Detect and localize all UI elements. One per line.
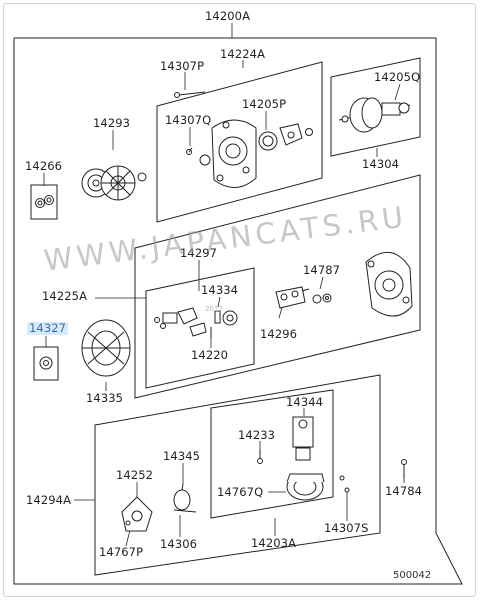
- terminal-14252-icon: [121, 496, 153, 532]
- label-14344: 14344: [286, 395, 324, 409]
- label-14224a: 14224A: [220, 47, 266, 61]
- fan-pulley-14293-icon: [81, 165, 147, 201]
- stator-14335-icon: [81, 319, 131, 377]
- label-14296: 14296: [260, 327, 298, 341]
- label-14225a: 14225A: [42, 289, 88, 303]
- washer-icon: [199, 154, 211, 166]
- front-housing-14224a-icon: [211, 119, 257, 188]
- label-14220: 14220: [191, 348, 229, 362]
- bolt-14784-icon: [401, 459, 407, 478]
- label-14307p: 14307P: [160, 59, 205, 73]
- rectifier-14296-icon: [275, 286, 310, 309]
- label-14327[interactable]: 14327: [27, 321, 69, 335]
- label-14200a: 14200A: [205, 9, 251, 23]
- label-14266: 14266: [25, 159, 63, 173]
- box-14225a: [134, 174, 421, 399]
- capacitor-14306-icon: [173, 483, 197, 513]
- rotor-14304-icon: [338, 97, 411, 133]
- label-14203a: 14203A: [251, 536, 297, 550]
- label-14345: 14345: [163, 449, 201, 463]
- bearing-14205p-icon: [258, 131, 278, 151]
- screws-14307s-icon: [339, 475, 350, 493]
- washer-14327-icon: [39, 356, 53, 370]
- pin-14233-icon: [257, 450, 263, 464]
- label-14334: 14334: [201, 283, 239, 297]
- label-14306: 14306: [160, 537, 198, 551]
- label-14233: 14233: [238, 428, 276, 442]
- label-14784: 14784: [385, 484, 423, 498]
- rear-housing-14225a-icon: [365, 252, 413, 317]
- page-frame: [3, 3, 476, 597]
- label-14304: 14304: [362, 157, 400, 171]
- label-14767p: 14767P: [99, 545, 144, 559]
- label-14307q: 14307Q: [165, 113, 212, 127]
- bracket-14767q-icon: [286, 473, 325, 501]
- box-14224a: [156, 61, 323, 223]
- label-14294a: 14294A: [26, 493, 72, 507]
- box-14203a: [210, 389, 334, 519]
- box-14304: [330, 57, 421, 157]
- label-14297: 14297: [180, 246, 218, 260]
- label-14335: 14335: [86, 391, 124, 405]
- regulator-14344-icon: [292, 416, 314, 461]
- label-14767q: 14767Q: [217, 485, 264, 499]
- screw-14307q-icon: [186, 147, 193, 155]
- label-14205p: 14205P: [242, 97, 287, 111]
- catalog-number: 500042: [393, 570, 432, 581]
- label-14293: 14293: [93, 116, 131, 130]
- box-14297: [145, 267, 255, 389]
- brush-holder-icon: [154, 307, 238, 338]
- retainer-plate-icon: [279, 123, 313, 146]
- label-14307s: 14307S: [324, 521, 369, 535]
- main-outline: [13, 37, 463, 585]
- washers-14266-icon: [35, 195, 54, 208]
- box-14294a: [94, 374, 381, 576]
- watermark-small-text: 2012: [205, 305, 223, 313]
- bolt-14307p-icon: [174, 91, 206, 98]
- washer-14787-icon: [312, 293, 332, 304]
- label-14787: 14787: [303, 263, 341, 277]
- label-14205q: 14205Q: [374, 70, 421, 84]
- label-14252: 14252: [116, 468, 154, 482]
